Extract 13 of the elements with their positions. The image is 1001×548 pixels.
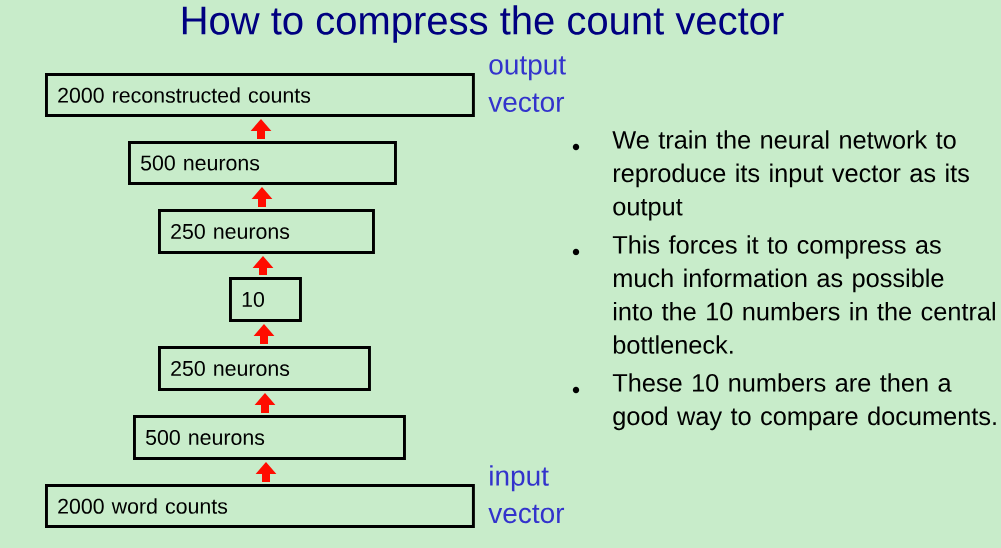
layer-box: 10	[229, 277, 302, 322]
layer-box: 250 neurons	[158, 209, 375, 254]
layer-box: 2000 reconstructed counts	[45, 73, 475, 117]
title: How to compress the count vector	[182, 5, 784, 43]
layer-box: 2000 word counts	[45, 484, 475, 528]
vector-label: output vector	[488, 56, 566, 112]
bullet-text: We train the neural network to reproduce its input vector as its output	[612, 130, 969, 221]
vector-label: input vector	[488, 465, 565, 524]
layer-box: 500 neurons	[128, 141, 397, 185]
layer-box: 250 neurons	[158, 346, 371, 391]
layer-box: 500 neurons	[133, 415, 406, 460]
bullet-text: These 10 numbers are then a good way to compare documents.	[612, 373, 996, 431]
bullet-text: This forces it to compress as much information as possible into the 10 numbers in the central bottleneck.	[612, 235, 995, 354]
